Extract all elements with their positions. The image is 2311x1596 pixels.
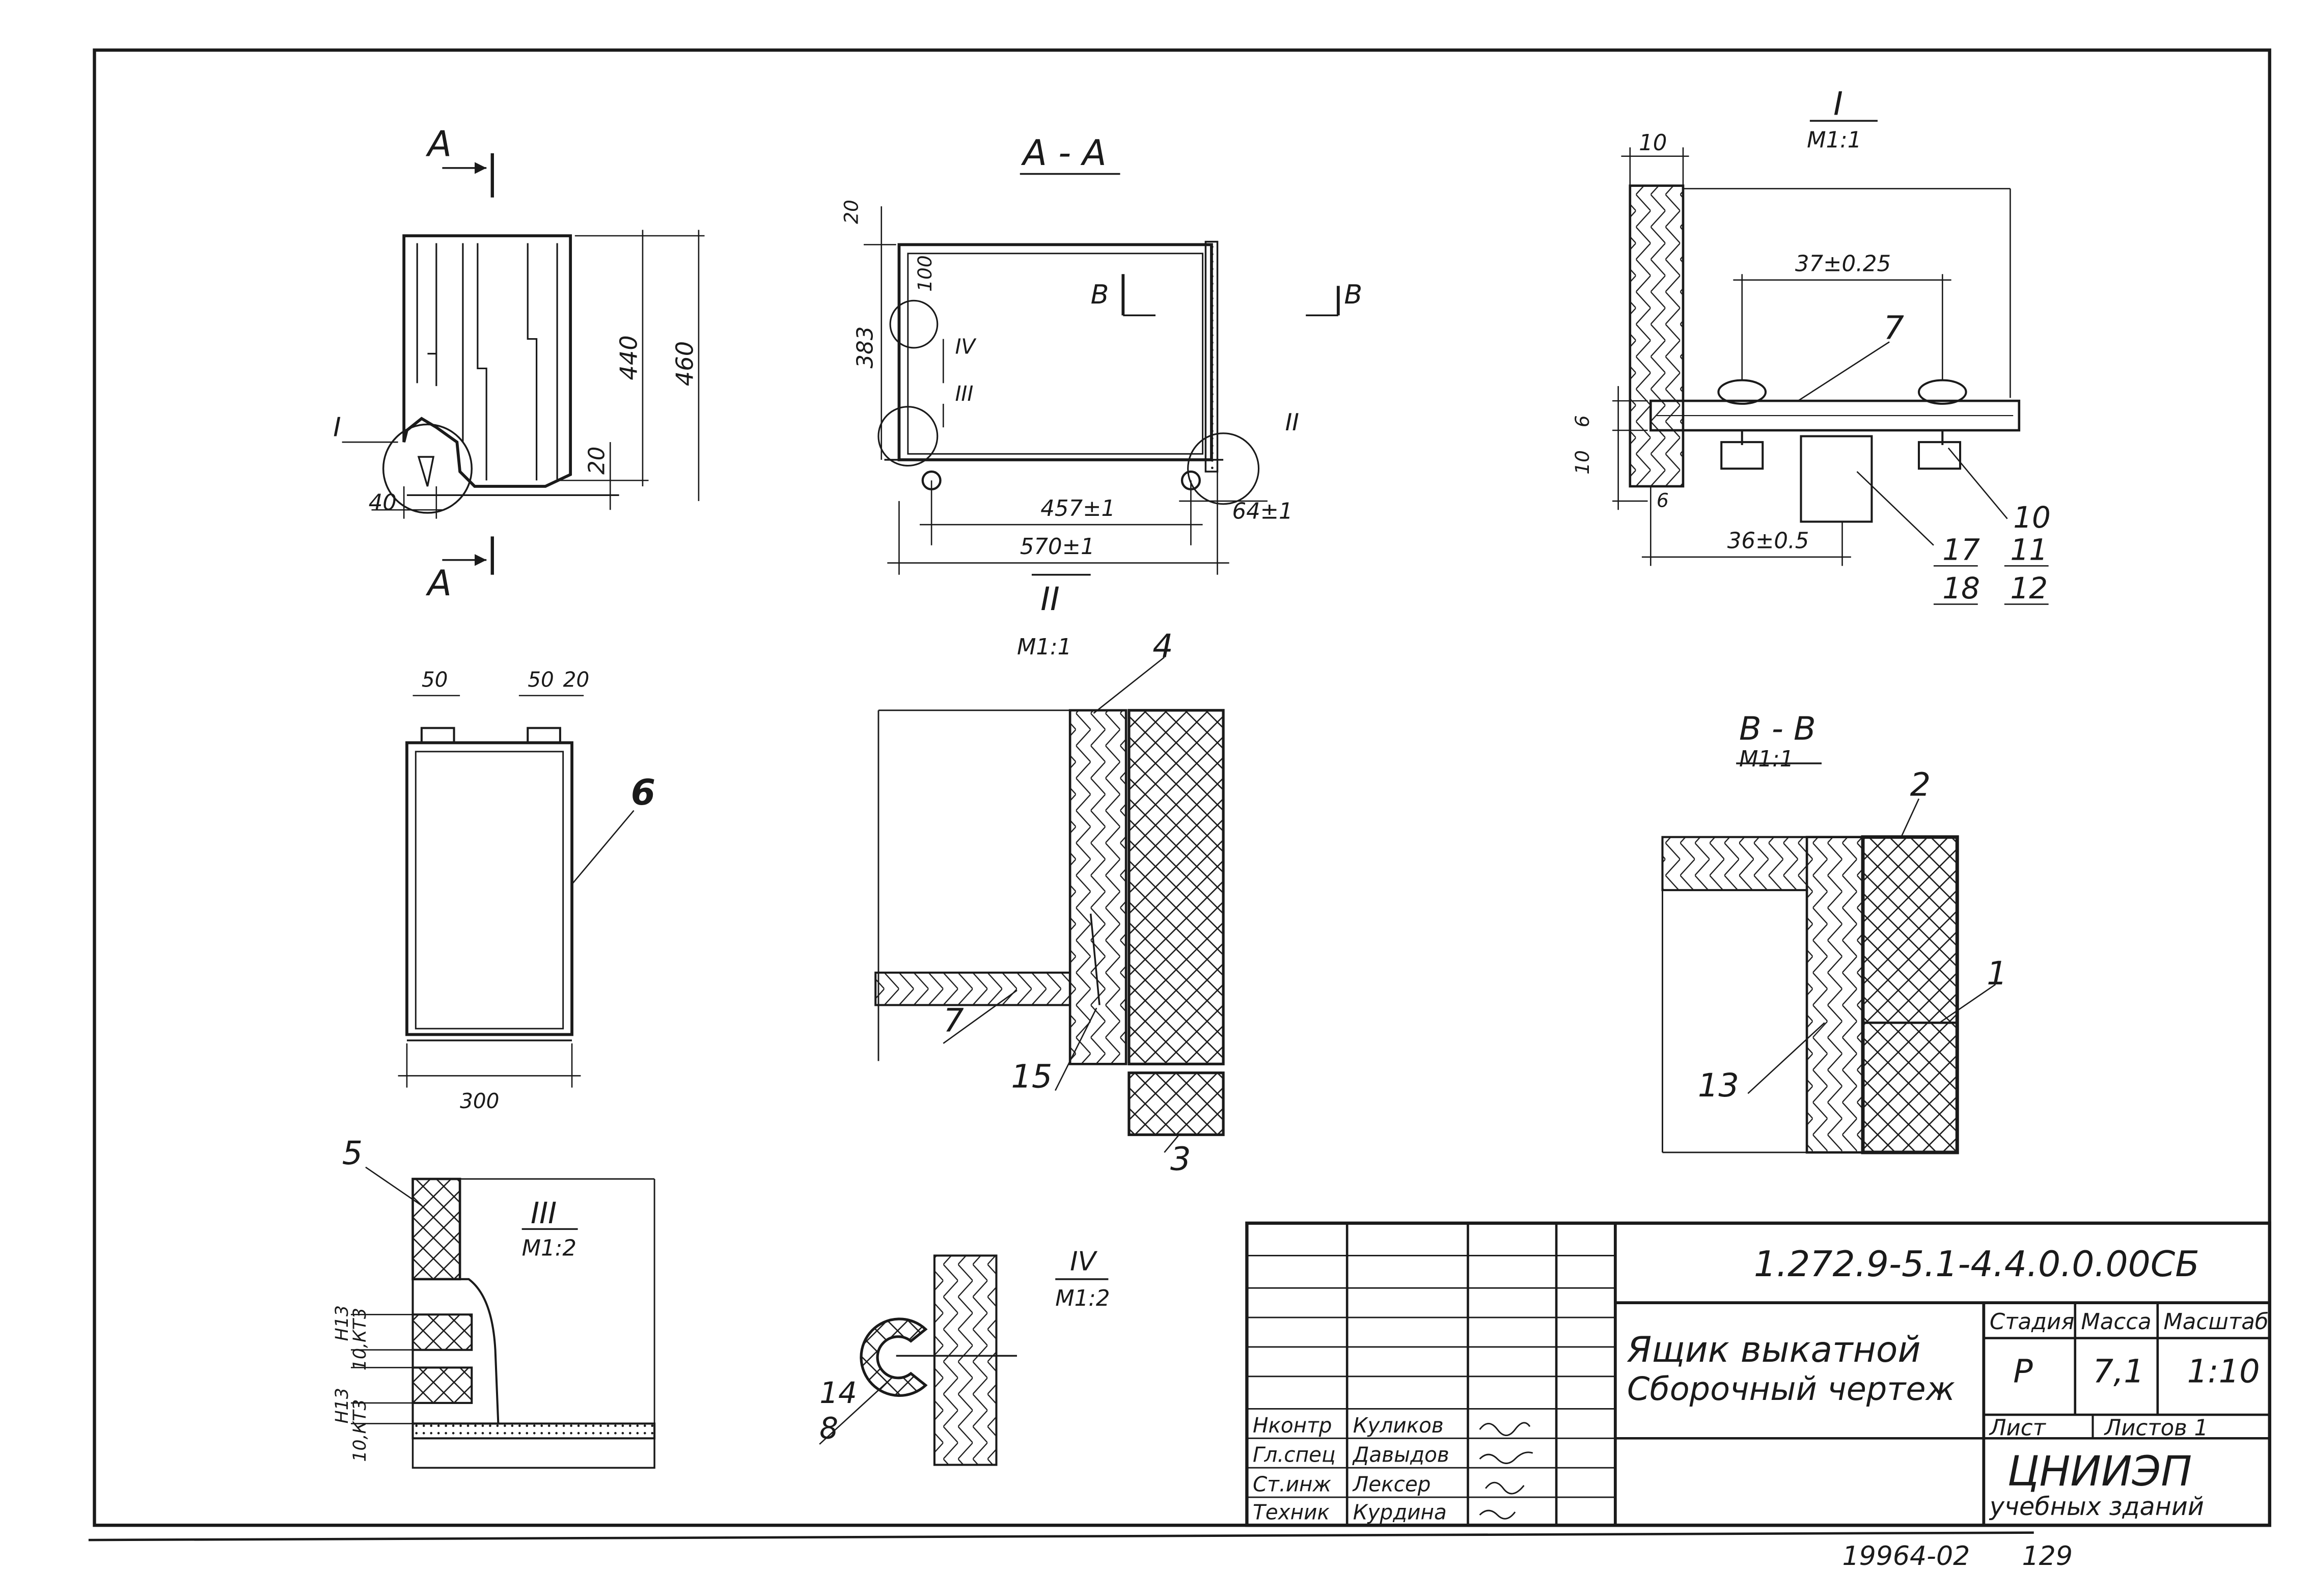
section-a-arrow-bottom-label: А (425, 563, 452, 604)
callout-1: 1 (1987, 955, 2007, 993)
callout-17: 17 (1942, 533, 1980, 567)
callout-10: 10 (2013, 500, 2051, 535)
dim-d1-10-top: 10 (1639, 130, 1667, 156)
dim-front-460: 460 (671, 341, 698, 386)
callout-detail-ii: II (1285, 408, 1299, 436)
scale-value: 1:10 (2187, 1353, 2260, 1390)
callout-detail-i-front: I (333, 412, 341, 443)
dim-aa-570: 570±1 (1020, 534, 1095, 560)
detail-ii-scale: М1:1 (1017, 635, 1071, 660)
organization-name: ЦНИИЭП (2007, 1448, 2192, 1496)
signer-name-4: Курдина (1353, 1500, 1447, 1525)
section-bb (1661, 762, 1996, 1154)
callout-7-detail-ii: 7 (943, 1002, 964, 1040)
dim-plan-50-left: 50 (422, 668, 448, 692)
callout-detail-iv: IV (955, 335, 977, 359)
section-aa (864, 173, 1340, 575)
dim-d3-b: Н13 (332, 1388, 352, 1423)
detail-ii-title: II (1040, 581, 1060, 618)
signer-role-4: Техник (1253, 1500, 1330, 1525)
dim-plan-50-right: 50 (528, 668, 554, 692)
front-view (342, 153, 705, 575)
detail-iii-title: III (531, 1196, 557, 1230)
sheet-frame (88, 48, 2271, 1542)
plan-view (398, 695, 635, 1088)
stage-value: Р (2013, 1353, 2033, 1390)
callout-13: 13 (1698, 1067, 1739, 1105)
section-bb-title: В - В (1739, 710, 1816, 748)
callout-2: 2 (1910, 766, 1931, 804)
dim-aa-20: 20 (840, 200, 862, 224)
dim-aa-383: 383 (852, 326, 878, 369)
detail-iii-scale: М1:2 (522, 1236, 576, 1261)
callout-4: 4 (1152, 628, 1173, 666)
dim-d1-10-left: 10 (1571, 450, 1593, 475)
title-block (1245, 1221, 2271, 1527)
sheets-count-label: Листов 1 (2104, 1416, 2208, 1441)
dim-d3-a: 10,КТ3 (350, 1399, 370, 1462)
document-designation: 1.272.9-5.1-4.4.0.0.00СБ (1754, 1244, 2199, 1285)
detail-iv-title: IV (1070, 1246, 1097, 1277)
page-number: 129 (2022, 1541, 2073, 1572)
callout-12: 12 (2010, 571, 2048, 606)
order-number: 19964-02 (1842, 1541, 1970, 1572)
signer-role-1: Нконтр (1253, 1413, 1332, 1438)
callout-7-detail-i: 7 (1884, 310, 1905, 347)
detail-iii (350, 1166, 656, 1469)
mass-value: 7,1 (2093, 1353, 2144, 1390)
dim-plan-300: 300 (460, 1089, 499, 1113)
signer-role-2: Гл.спец (1253, 1443, 1336, 1467)
section-bb-scale: М1:1 (1739, 747, 1794, 772)
callout-5: 5 (342, 1135, 363, 1172)
dim-front-40: 40 (369, 490, 397, 515)
dim-d3-c: 10,КТ3 (350, 1308, 370, 1370)
mass-column-header: Масса (2081, 1309, 2151, 1335)
dim-d1-37: 37±0.25 (1795, 251, 1891, 277)
dim-aa-64: 64±1 (1232, 499, 1292, 525)
detail-i-title: I (1833, 86, 1843, 123)
dim-plan-20: 20 (563, 668, 590, 692)
scale-column-header: Масштаб (2163, 1309, 2268, 1335)
section-a-arrow-top-label: А (425, 124, 452, 165)
detail-iv-scale: М1:2 (1055, 1286, 1110, 1311)
cut-b-right-label: В (1344, 280, 1362, 310)
detail-ii (874, 573, 1225, 1153)
callout-6: 6 (631, 773, 655, 813)
detail-iv (819, 1254, 1109, 1466)
signer-name-1: Куликов (1353, 1413, 1444, 1438)
dim-aa-100: 100 (914, 255, 936, 292)
signer-name-2: Давыдов (1352, 1443, 1449, 1467)
callout-8: 8 (819, 1411, 838, 1445)
callout-15: 15 (1011, 1058, 1052, 1096)
stage-column-header: Стадия (1990, 1309, 2074, 1335)
dim-d3-d: Н13 (332, 1305, 352, 1341)
callout-18: 18 (1942, 571, 1980, 606)
signer-role-3: Ст.инж (1253, 1472, 1332, 1497)
callout-3: 3 (1170, 1141, 1191, 1178)
sheet-label: Лист (1989, 1416, 2047, 1441)
dim-d1-36: 36±0.5 (1727, 528, 1809, 554)
organization-subtitle: учебных зданий (1989, 1492, 2204, 1521)
section-aa-title: А - А (1021, 133, 1107, 174)
cut-b-left-label: В (1091, 280, 1109, 310)
callout-14: 14 (819, 1375, 857, 1410)
detail-i (1612, 120, 2049, 605)
callout-11: 11 (2010, 533, 2048, 567)
dim-d1-6-bottom: 6 (1657, 489, 1669, 511)
document-name-line1: Ящик выкатной (1627, 1330, 1920, 1370)
dim-d1-6-left: 6 (1571, 415, 1593, 427)
detail-i-scale: М1:1 (1807, 127, 1861, 153)
signer-name-3: Лексер (1352, 1472, 1431, 1497)
dim-front-440: 440 (615, 335, 642, 380)
dim-aa-457: 457±1 (1040, 496, 1115, 521)
document-name-line2: Сборочный чертеж (1627, 1370, 1955, 1408)
dim-front-20: 20 (585, 447, 610, 475)
callout-detail-iii: III (955, 381, 973, 406)
